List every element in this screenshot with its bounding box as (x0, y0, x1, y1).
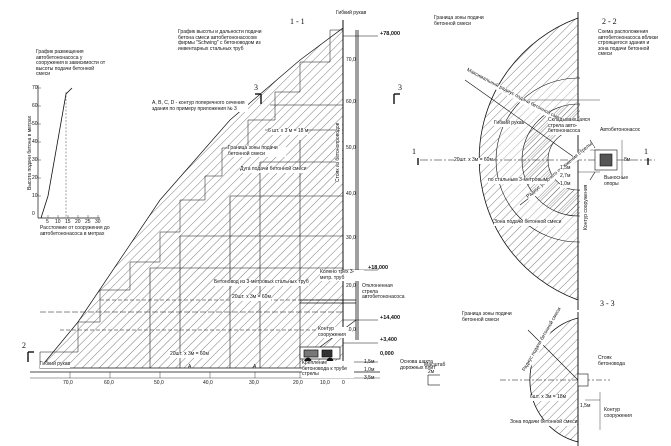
scale-bar (427, 374, 440, 386)
placement-graph-title: График размещения автобетононасоса у соо… (36, 49, 106, 78)
y-tick: 60,0 (346, 99, 356, 105)
x-tick: 20,0 (293, 380, 303, 386)
section-title-3-3: 3 - 3 (600, 299, 615, 308)
outriggers-label: Выносные опоры (604, 175, 634, 188)
elevation-0: 0,000 (380, 351, 394, 357)
x-tick: 50,0 (154, 380, 164, 386)
x-tick-small: 15 (65, 219, 71, 225)
pipe-count-bottom-label: 20шт. х 3м = 60м (170, 351, 209, 358)
delivery-zone-section-1-1 (39, 27, 344, 369)
plan-truck (589, 139, 618, 181)
x-tick-small: 25 (85, 219, 91, 225)
bottom-dim-1: 1,5м (364, 359, 375, 365)
letter-a: A (253, 364, 257, 370)
plan-hose-label: Гибкий рукав (494, 120, 525, 127)
plan-contour-label: Контур сооружения (583, 184, 590, 230)
bottom-dim-2: 1,0м (364, 367, 375, 373)
section-mark-3a: 3 (254, 83, 258, 92)
y-tick-small: 50 (32, 121, 38, 127)
placement-graph-xlabel: Расстояние от сооружения до автобетонона… (40, 225, 110, 237)
contour-legend: A, B, C, D - контур поперечного сечения … (152, 100, 248, 113)
folding-boom-label: Складывающаяся стрела авто-бетононасоса (548, 117, 592, 135)
section-mark-1b: 1 (644, 147, 648, 156)
section-title-2-2: 2 - 2 (602, 17, 617, 26)
y-tick: 70,0 (346, 57, 356, 63)
x-tick: 30,0 (249, 380, 259, 386)
y-tick: 20,0 (346, 283, 356, 289)
steel-pipes-label: по стальным 3-метровым (488, 177, 548, 184)
flexible-hose-top-label: Гибкий рукав (336, 10, 367, 17)
scale-value: 2м (428, 369, 435, 375)
plan-3-3-zone-label: Зона подачи бетонной смеси (510, 419, 578, 426)
plan-pipe-count-label: 20шт. х 3м = 60м (454, 157, 493, 164)
plan-3-3-dim: 1,5м (580, 403, 591, 409)
x-tick-small: 30 (95, 219, 101, 225)
plan-dim-2: 2,7м (560, 173, 571, 180)
y-tick-small: 20 (32, 175, 38, 181)
pump-truck-label: Автобетононасос (600, 127, 641, 134)
section-mark-1a: 1 (412, 147, 416, 156)
x-tick: 0 (342, 380, 345, 386)
pipeline-label: Бетоновод из 3-метровых стальных труб (214, 279, 309, 286)
plan-3-3-contour-label: Контур сооружения (604, 407, 638, 420)
section-mark-2: 2 (22, 341, 26, 350)
plan-3-3-boundary-label: Граница зоны подачи бетонной смеси (462, 311, 522, 324)
plan-3-3-pipe-label: 6шт. х 3м = 18м (530, 394, 567, 401)
scale-label: Масштаб (424, 362, 446, 368)
plan-dim-4: 8м (624, 157, 631, 163)
main-graph-title: График высоты и дальности подачи бетона … (178, 29, 274, 53)
elbow-label: Колено трех 3-метр. труб (320, 269, 364, 282)
pipe-mount-label: Крепление бетоновода к трубе стрелы (302, 360, 354, 378)
section-mark-3b: 3 (398, 83, 402, 92)
delivery-arc-label: Дуга подачи бетонной смеси (240, 166, 307, 173)
y-tick: 30,0 (346, 235, 356, 241)
plan-dim-3: 1,0м (560, 181, 571, 188)
y-tick-small: 60 (32, 103, 38, 109)
deflected-boom-label: Отклоненная стрела автобетононасоса (362, 283, 408, 301)
section-markers (27, 93, 400, 362)
elevation-78: +78,000 (380, 31, 401, 37)
pipe-riser (300, 30, 378, 363)
x-tick: 10,0 (320, 380, 330, 386)
y-tick-small: 30 (32, 157, 38, 163)
pipe-count-label: 20шт. х 3м = 60м (232, 294, 271, 301)
pipe-length-label: 6 шт. х 3 м = 18 м (268, 128, 309, 135)
plan-dim-1: 1,5м (560, 165, 571, 172)
x-tick: 70,0 (63, 380, 73, 386)
flexible-hose-bottom-label: Гибкий рукав (40, 361, 71, 368)
base-plates-label: Основа шахта дорожных плит (400, 359, 444, 372)
y-tick-small: 0 (32, 211, 35, 217)
elevation-18: +18,000 (368, 265, 389, 271)
x-tick: 60,0 (104, 380, 114, 386)
elevation-3: +3,400 (380, 337, 397, 343)
plan-scheme-title: Схема расположения автобетононасоса вбли… (598, 29, 658, 58)
zone-boundary-label: Граница зоны подачи бетонной смеси (228, 145, 286, 158)
riser-label: Стояк из бетонопроводов (335, 122, 342, 182)
y-tick-small: 40 (32, 139, 38, 145)
elevation-14: +14,400 (380, 315, 401, 321)
y-tick-small: 10 (32, 193, 38, 199)
section-title-1-1: 1 - 1 (290, 17, 305, 26)
plan-zone-boundary-label: Граница зоны подачи бетонной смеси (434, 15, 494, 28)
x-tick-small: 10 (55, 219, 61, 225)
zone-steps (39, 29, 343, 368)
x-tick: 40,0 (203, 380, 213, 386)
y-tick: 40,0 (346, 191, 356, 197)
x-tick-small: 5 (46, 219, 49, 225)
y-tick: 10,0 (346, 327, 356, 333)
plan-3-3-riser-label: Стояк бетоновода (598, 355, 632, 368)
placement-graph (37, 85, 100, 219)
x-tick-small: 20 (75, 219, 81, 225)
y-tick-small: 70 (32, 85, 38, 91)
structure-contour-label: Контур сооружения (318, 326, 348, 339)
y-tick: 50,0 (346, 145, 356, 151)
letter-a: A (188, 364, 192, 370)
bottom-dim-3: 3,5м (364, 375, 375, 381)
supply-zone-label: Зона подачи бетонной смеси (494, 219, 562, 226)
plan-3-3-lines (500, 312, 610, 446)
